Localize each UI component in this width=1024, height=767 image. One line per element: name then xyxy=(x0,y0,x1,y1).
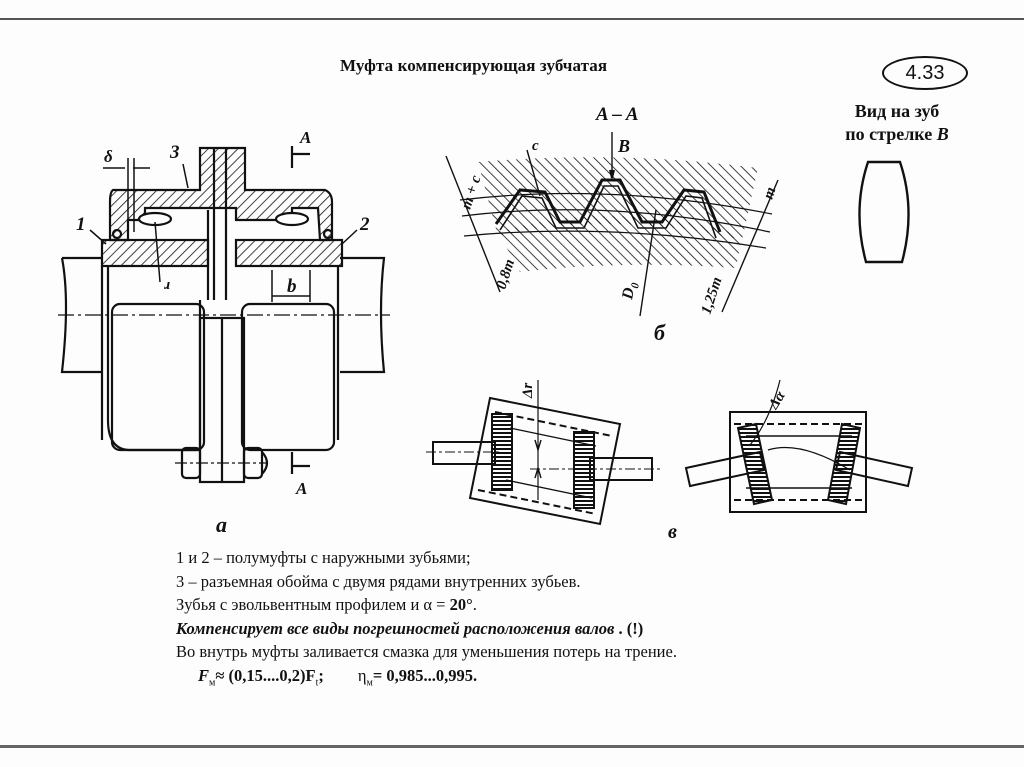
lower-right-half xyxy=(240,302,336,452)
seal-left xyxy=(111,228,123,240)
note-line-2: 3 – разъемная обойма с двумя рядами внут… xyxy=(176,571,581,591)
tooth-right xyxy=(274,211,310,227)
seal-right xyxy=(322,228,334,240)
pressure-angle-value: 20° xyxy=(449,595,473,614)
tooth-shape-view-b xyxy=(858,160,910,264)
label-d0: D xyxy=(619,286,638,302)
top-rule xyxy=(0,18,1024,20)
label-b: b xyxy=(287,276,297,297)
note-line-3-text: Зубья с эвольвентным профилем и α = xyxy=(176,595,450,614)
section-title-a-a: A – A xyxy=(595,104,639,125)
label-delta: δ xyxy=(104,147,113,166)
slide-number-badge: 4.33 xyxy=(882,56,968,90)
lower-left-half xyxy=(110,302,206,452)
left-shaft xyxy=(60,256,102,374)
label-d0-sub: 0 xyxy=(629,281,642,289)
right-shaft xyxy=(340,256,386,374)
formula-eta-sub: м xyxy=(366,676,373,688)
label-m: m xyxy=(761,185,780,201)
bottom-rule xyxy=(0,745,1024,748)
label-r: r xyxy=(164,278,170,294)
tooth-view-title: Вид на зуб по стрелке B xyxy=(812,100,982,146)
tooth-profile-drawing xyxy=(445,132,779,317)
label-arrow-b: B xyxy=(617,136,630,156)
formula-force-range: ≈ (0,15....0,2)F xyxy=(215,665,316,685)
angular-misalignment-scheme xyxy=(684,379,914,513)
slide-title: Муфта компенсирующая зубчатая xyxy=(340,56,608,75)
label-section-a-bottom: A xyxy=(295,479,307,498)
label-delta-r: Δr xyxy=(520,383,536,399)
formula-force-sub: м xyxy=(209,676,216,688)
hub-part2 xyxy=(234,238,344,268)
label-1-25m: 1,25m xyxy=(699,275,726,316)
label-part2: 2 xyxy=(359,214,370,235)
formula-eta-symbol: η xyxy=(357,665,367,685)
label-section-a-top: A xyxy=(299,128,311,147)
formula-force-symbol: F xyxy=(198,665,210,685)
caption-v: в xyxy=(668,521,677,543)
tooth-view-line1: Вид на зуб xyxy=(854,101,940,121)
caption-a: а xyxy=(216,512,227,537)
formula-ft-sub: t xyxy=(315,676,319,688)
misalignment-drawing xyxy=(426,379,914,526)
label-part3: 3 xyxy=(169,142,180,163)
label-part1: 1 xyxy=(76,214,86,235)
formula-line: Fм≈ (0,15....0,2)Ft;ηм= 0,985...0,995. xyxy=(176,664,677,695)
caption-b: б xyxy=(654,320,666,345)
tooth-view-arrow-label: B xyxy=(936,124,949,144)
sleeve-part3 xyxy=(108,146,334,242)
description-notes: 1 и 2 – полумуфты с наружными зубьями; 3… xyxy=(176,546,677,694)
label-c: c xyxy=(532,138,539,154)
formula-efficiency-range: = 0,985...0,995. xyxy=(372,665,478,685)
label-m-plus-c: m + c xyxy=(459,173,485,211)
hub-part1 xyxy=(100,238,210,268)
label-delta-alpha: Δα xyxy=(765,388,789,413)
note-line-4-tail: . (!) xyxy=(614,618,644,638)
note-line-3-end: . xyxy=(472,595,477,614)
tooth-view-line2: по стрелке xyxy=(845,124,933,144)
note-line-1: 1 и 2 – полумуфты с наружными зубьями; xyxy=(176,548,471,567)
coupling-section-drawing xyxy=(58,146,390,484)
note-line-4-emphasis: Компенсирует все виды погрешностей распо… xyxy=(176,618,615,638)
radial-misalignment-scheme xyxy=(426,380,660,526)
formula-force-end: ; xyxy=(318,665,324,685)
label-0-8m: 0,8m xyxy=(494,257,519,291)
note-line-3: Зубья с эвольвентным профилем и α = 20°. xyxy=(176,593,677,617)
note-line-4: Компенсирует все виды погрешностей распо… xyxy=(176,617,677,641)
note-line-5: Во внутрь муфты заливается смазка для ум… xyxy=(176,642,677,661)
